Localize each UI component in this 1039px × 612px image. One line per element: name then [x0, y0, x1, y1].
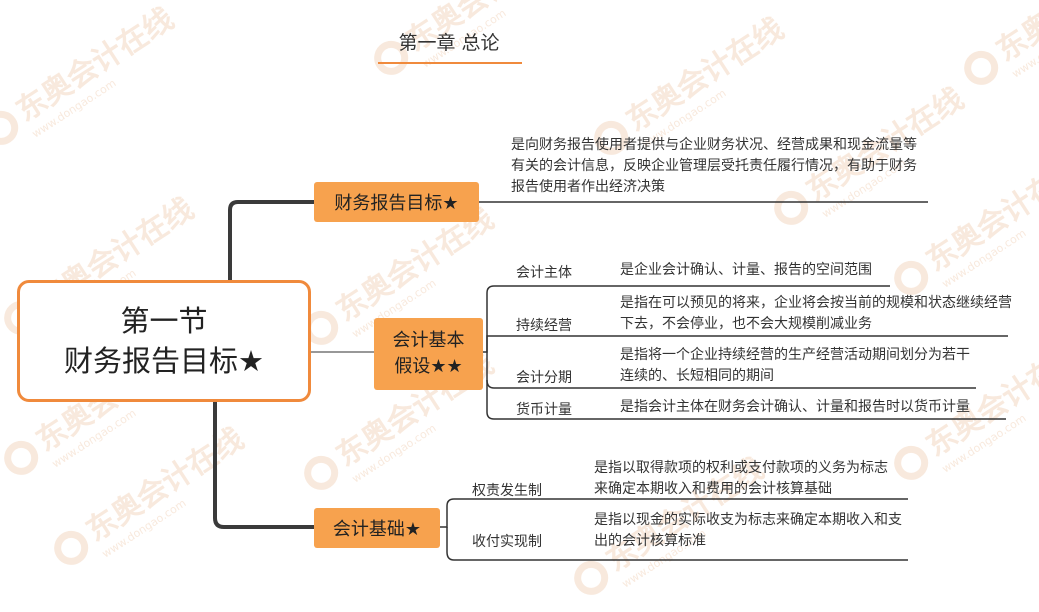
assumptions-label-line2: 假设★★	[394, 356, 463, 377]
chapter-underline	[378, 62, 522, 64]
cash-basis-desc: 是指以现金的实际收支为标志来确定本期收入和支出的会计核算标准	[594, 512, 902, 549]
assumptions-label-line1: 会计基本	[392, 330, 465, 351]
item-accrual-basis[interactable]: 权责发生制	[472, 483, 542, 499]
root-line1: 第一节	[120, 304, 208, 338]
accounting-period-desc: 是指将一个企业持续经营的生产经营活动期间划分为若干连续的、长短相同的期间	[620, 347, 970, 384]
node-accounting-assumptions[interactable]: 会计基本 假设★★	[374, 318, 483, 390]
going-concern-desc: 是指在可以预见的将来，企业将会按当前的规模和状态继续经营下去，不会停业，也不会大…	[620, 295, 1012, 332]
node-accounting-basis[interactable]: 会计基础★	[314, 508, 440, 548]
accrual-basis-desc: 是指以取得款项的权利或支付款项的义务为标志来确定本期收入和费用的会计核算基础	[594, 460, 888, 497]
item-monetary-measurement[interactable]: 货币计量	[516, 402, 572, 418]
accounting-entity-desc: 是企业会计确认、计量、报告的空间范围	[620, 262, 872, 278]
node-report-objective[interactable]: 财务报告目标★	[314, 182, 479, 222]
monetary-measurement-desc: 是指会计主体在财务会计确认、计量和报告时以货币计量	[620, 399, 970, 415]
item-accounting-period[interactable]: 会计分期	[516, 370, 572, 386]
item-cash-basis[interactable]: 收付实现制	[472, 534, 542, 550]
item-going-concern[interactable]: 持续经营	[516, 318, 572, 334]
item-accounting-entity[interactable]: 会计主体	[516, 265, 572, 281]
root-node[interactable]: 第一节 财务报告目标★	[17, 280, 311, 402]
connector-lines	[213, 200, 1008, 561]
objective-description: 是向财务报告使用者提供与企业财务状况、经营成果和现金流量等有关的会计信息，反映企…	[511, 137, 917, 195]
root-line2: 财务报告目标★	[64, 344, 264, 378]
chapter-title: 第一章 总论	[398, 32, 500, 54]
